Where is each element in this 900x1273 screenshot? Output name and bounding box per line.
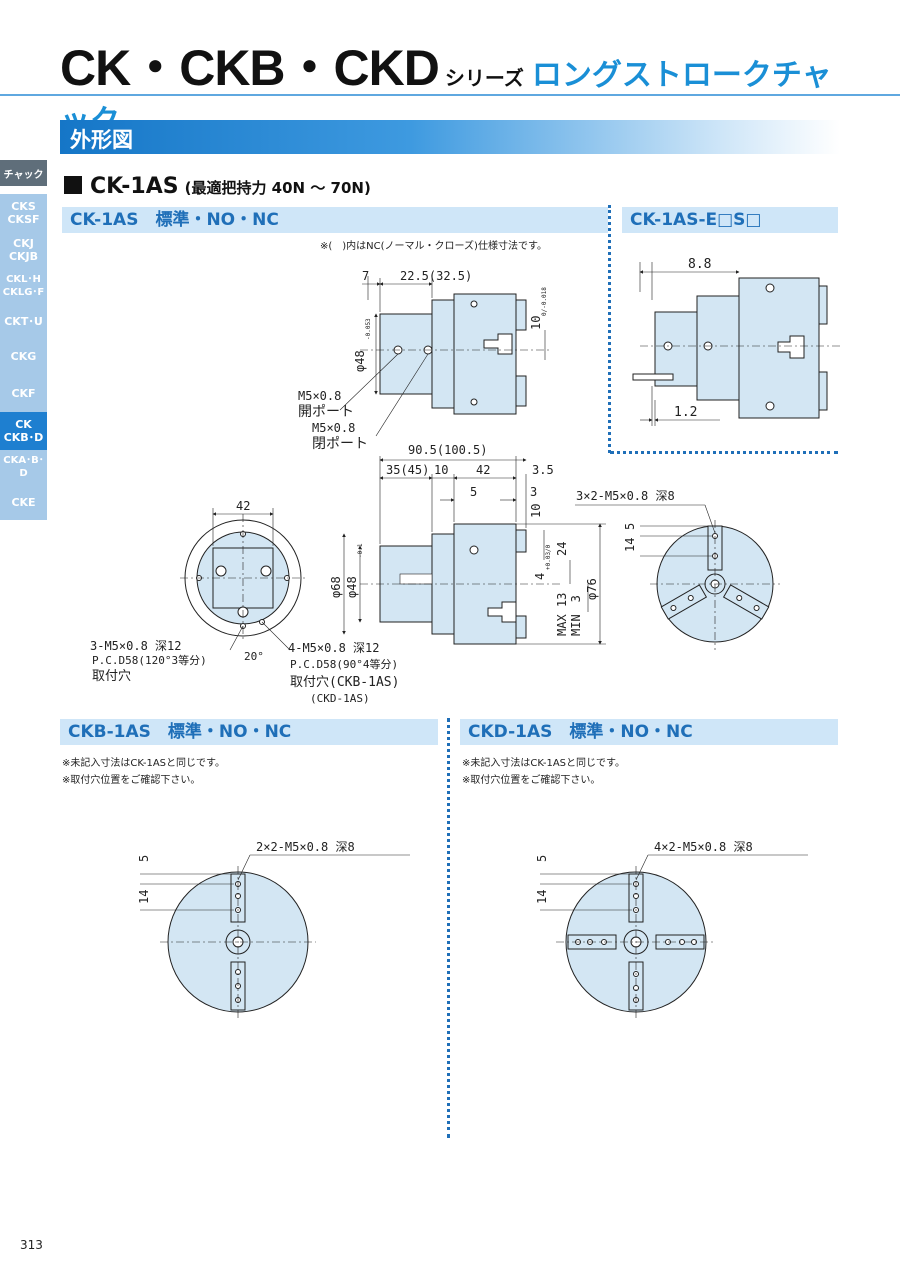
ck1as-subheader: CK-1AS 標準・NO・NC (62, 207, 608, 233)
ckd-subheader: CKD-1AS 標準・NO・NC (460, 719, 838, 745)
dim-35: 35(45) (386, 463, 429, 477)
ck1as-side-view-top (339, 276, 550, 437)
page-header: CK・CKB・CKDシリーズロングストロークチャック (60, 40, 860, 139)
dim-3: 3 (530, 485, 537, 499)
ck1as-rear-dims: 42 3-M5×0.8 深12 P.C.D58(120°3等分) 取付穴 20°… (90, 499, 399, 705)
side-tab-cke[interactable]: CKE (0, 484, 47, 520)
ck1as-top-dims: 7 22.5(32.5) φ48 -0.053 10 0/-0.018 M5×0… (298, 269, 548, 452)
series-suffix: シリーズ (444, 66, 524, 90)
ck1as-side-view-main (342, 456, 606, 645)
square-bullet-icon (64, 176, 82, 194)
dim-10-len: 10 (434, 463, 448, 477)
front-holes: 3×2-M5×0.8 深8 (576, 489, 675, 503)
dim-d48b: φ48 (345, 576, 359, 598)
dim-7: 7 (362, 269, 369, 283)
ck1ase-side-view (632, 262, 840, 426)
header-rule (0, 94, 900, 96)
ck1as-rear-view (180, 508, 306, 651)
side-tab-chuck[interactable]: チャック (0, 160, 47, 186)
ckb-note-2: ※取付穴位置をご確認下さい。 (62, 775, 201, 786)
dim-v4-tol: +0.03/0 (545, 544, 552, 570)
dim-d48: φ48 (353, 350, 367, 372)
dim-d48b-tol: -0.1 (357, 543, 364, 558)
series-title: CK・CKB・CKD (60, 40, 440, 96)
ckd-note-1: ※未記入寸法はCK-1ASと同じです。 (462, 758, 626, 769)
section-banner: 外形図 (60, 120, 840, 154)
rear-mount4b: (CKD-1AS) (310, 692, 370, 705)
ckb-14: 14 (137, 890, 151, 904)
front-14: 14 (623, 538, 637, 552)
dim-v4: 4 (533, 573, 547, 580)
ck1as-note: ※( )内はNC(ノーマル・クローズ)仕様寸法です。 (320, 241, 547, 252)
dim-22-5: 22.5(32.5) (400, 269, 472, 283)
port-close-label: 閉ポート (312, 436, 368, 452)
dim-90-5: 90.5(100.5) (408, 443, 487, 457)
ckd-front-view (540, 854, 808, 1020)
ckb-holes: 2×2-M5×0.8 深8 (256, 840, 355, 854)
port-open-size: M5×0.8 (298, 389, 341, 403)
rear-20: 20° (244, 650, 264, 663)
ck1as-main-dims: 90.5(100.5) 35(45) 10 42 3.5 5 3 10 24 4… (329, 443, 599, 636)
rear-mount: 取付穴 (92, 669, 131, 684)
dim-min3: MIN 3 (569, 595, 583, 636)
dim-max13: MAX 13 (555, 593, 569, 636)
port-open-label: 開ポート (298, 404, 354, 420)
rear-42: 42 (236, 499, 250, 513)
ckd-dims: 4×2-M5×0.8 深8 5 14 (535, 840, 753, 904)
ckb-5: 5 (137, 855, 151, 862)
dim-5: 5 (470, 485, 477, 499)
ckb-front-view (140, 854, 410, 1020)
ck1as-front-view (575, 504, 780, 650)
dim-10: 10 (529, 316, 543, 330)
dim-d48-tol: -0.053 (365, 318, 372, 340)
ck1ase-subheader: CK-1AS-E□S□ (622, 207, 838, 233)
port-close-size: M5×0.8 (312, 421, 355, 435)
model-name: CK-1AS (90, 174, 179, 199)
rear-pcd4: P.C.D58(90°4等分) (290, 657, 398, 671)
ckd-14: 14 (535, 890, 549, 904)
ck1as-front-dims: 3×2-M5×0.8 深8 5 14 (576, 489, 675, 552)
ckb-note-1: ※未記入寸法はCK-1ASと同じです。 (62, 758, 226, 769)
dim-d68: φ68 (329, 576, 343, 598)
ck1ase-dims: 8.8 1.2 (674, 257, 711, 420)
dim-v24: 24 (555, 542, 569, 556)
side-tab-ckg[interactable]: CKG (0, 338, 47, 374)
page-number: 313 (20, 1238, 43, 1252)
side-tab-ckf[interactable]: CKF (0, 374, 47, 412)
rear-holes4: 4-M5×0.8 深12 (288, 641, 379, 655)
dotted-divider (608, 205, 611, 453)
ckb-subheader: CKB-1AS 標準・NO・NC (60, 719, 438, 745)
rear-mount4: 取付穴(CKB-1AS) (290, 675, 399, 690)
front-5: 5 (623, 523, 637, 530)
ckd-5: 5 (535, 855, 549, 862)
section-title: 外形図 (70, 128, 133, 152)
dim-v10: 10 (529, 504, 543, 518)
rear-holes3: 3-M5×0.8 深12 (90, 639, 181, 653)
model-heading: CK-1AS (最適把持力 40N ～ 70N) (64, 174, 371, 199)
side-tab-ckt[interactable]: CKT･U (0, 304, 47, 338)
model-spec: (最適把持力 40N ～ 70N) (184, 179, 371, 197)
side-tab-cka[interactable]: CKA･B･D (0, 450, 47, 484)
dim-3-5: 3.5 (532, 463, 554, 477)
dotted-divider (610, 451, 838, 454)
rear-pcd3: P.C.D58(120°3等分) (92, 653, 207, 667)
dim-1-2: 1.2 (674, 405, 697, 420)
dotted-divider (447, 718, 450, 1138)
ckd-holes: 4×2-M5×0.8 深8 (654, 840, 753, 854)
ckb-dims: 2×2-M5×0.8 深8 5 14 (137, 840, 355, 904)
dim-42: 42 (476, 463, 490, 477)
dim-d76: φ76 (585, 578, 599, 600)
dim-8-8: 8.8 (688, 257, 711, 272)
dim-10-tol: 0/-0.018 (541, 287, 548, 316)
ckd-note-2: ※取付穴位置をご確認下さい。 (462, 775, 601, 786)
